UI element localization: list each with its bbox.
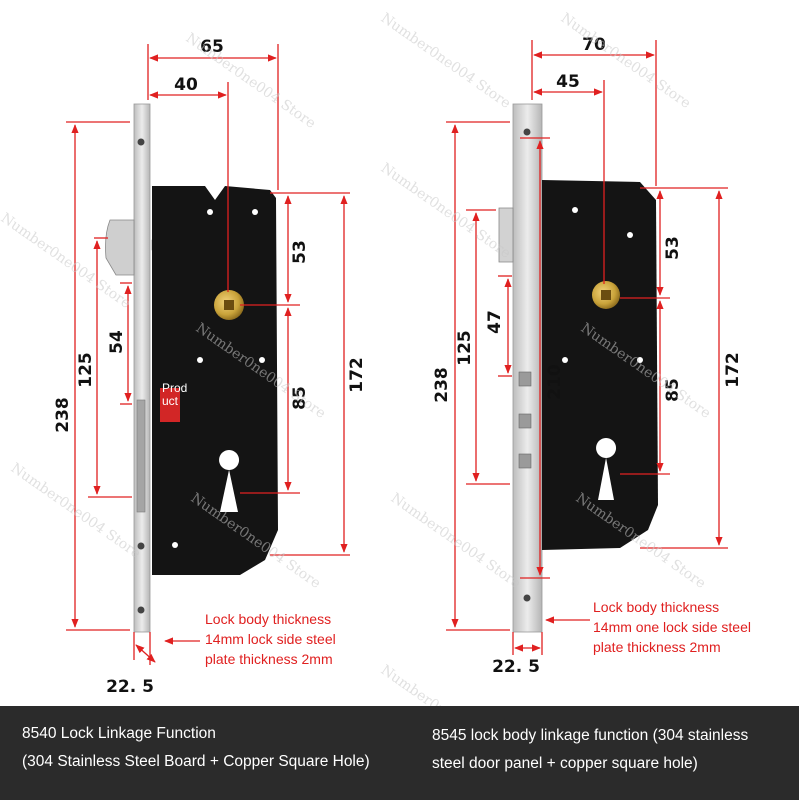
left-body-hole <box>172 542 178 548</box>
left-faceplate-screw-hole <box>137 542 145 550</box>
left-latch-bolt <box>105 219 135 276</box>
right-latch-bolt <box>498 207 514 263</box>
right-faceplate-square <box>518 413 532 429</box>
product-label-line: Prod <box>162 381 188 395</box>
left-lock: 65 40 53 85 172 238 125 54 22. 5 <box>53 37 367 697</box>
right-dim-210: 210 <box>545 364 565 400</box>
left-product-label: Prod uct <box>162 382 187 408</box>
right-thickness-note: Lock body thickness 14mm one lock side s… <box>593 597 751 657</box>
right-dim-172: 172 <box>723 352 743 388</box>
watermark: Number0ne004 Store <box>558 10 694 112</box>
left-body-hole <box>207 209 213 215</box>
left-spindle-square-hole <box>224 300 234 310</box>
right-body-hole <box>637 357 643 363</box>
right-dim-53: 53 <box>663 236 683 260</box>
lock-dimension-drawing: 65 40 53 85 172 238 125 54 22. 5 <box>0 10 743 706</box>
left-body-hole <box>259 357 265 363</box>
left-caption: 8540 Lock Linkage Function (304 Stainles… <box>22 720 370 776</box>
caption-bar: 8540 Lock Linkage Function (304 Stainles… <box>0 706 799 800</box>
right-faceplate-screw-hole <box>523 128 531 136</box>
right-caption-line: 8545 lock body linkage function (304 sta… <box>432 727 749 744</box>
left-body-hole <box>252 209 258 215</box>
right-caption: 8545 lock body linkage function (304 sta… <box>432 722 748 778</box>
left-dim-53: 53 <box>290 240 310 264</box>
right-note-line: plate thickness 2mm <box>593 639 721 655</box>
left-body-hole <box>197 357 203 363</box>
left-dim-65: 65 <box>200 37 224 57</box>
left-faceplate-slot <box>136 399 146 513</box>
left-note-line: 14mm lock side steel <box>205 631 336 647</box>
watermark: Number0ne004 Store <box>183 30 319 132</box>
left-lock-body-red-patch <box>160 388 180 422</box>
watermark: Number0ne004 Store <box>378 160 514 262</box>
left-lock-body <box>152 186 278 575</box>
right-dim-125: 125 <box>455 330 475 366</box>
right-body-hole <box>627 232 633 238</box>
left-caption-line: (304 Stainless Steel Board + Copper Squa… <box>22 753 370 770</box>
left-dim-172: 172 <box>347 357 367 393</box>
right-caption-line: steel door panel + copper square hole) <box>432 755 698 772</box>
left-caption-line: 8540 Lock Linkage Function <box>22 725 216 742</box>
right-faceplate-square <box>518 453 532 469</box>
right-dim-22-5: 22. 5 <box>492 657 540 677</box>
right-dim-47: 47 <box>485 310 505 334</box>
left-dim-85: 85 <box>290 386 310 410</box>
left-faceplate-screw-hole <box>137 138 145 146</box>
left-cylinder-hole <box>219 450 240 512</box>
left-dim-54: 54 <box>107 330 127 354</box>
product-label-line: uct <box>162 394 179 408</box>
left-dim-238: 238 <box>53 397 73 433</box>
left-thickness-note: Lock body thickness 14mm lock side steel… <box>205 609 336 669</box>
right-lock: 70 45 53 85 172 238 125 47 210 22. 5 <box>432 35 743 677</box>
right-body-hole <box>562 357 568 363</box>
right-faceplate-screw-hole <box>523 594 531 602</box>
right-dim-238: 238 <box>432 367 452 403</box>
right-note-line: 14mm one lock side steel <box>593 619 751 635</box>
right-dim-45: 45 <box>556 72 580 92</box>
right-body-hole <box>572 207 578 213</box>
left-note-line: plate thickness 2mm <box>205 651 333 667</box>
left-dim-22-5-line <box>135 644 156 663</box>
left-note-line: Lock body thickness <box>205 611 332 627</box>
left-dim-40: 40 <box>174 75 198 95</box>
right-note-line: Lock body thickness <box>593 599 720 615</box>
right-spindle-square-hole <box>601 290 611 300</box>
right-dim-85: 85 <box>663 378 683 402</box>
left-faceplate-screw-hole <box>137 606 145 614</box>
left-dim-22-5: 22. 5 <box>106 677 154 697</box>
left-dim-125: 125 <box>76 352 96 388</box>
right-faceplate-square <box>518 371 532 387</box>
right-faceplate <box>512 103 543 633</box>
watermark: Number0ne004 Store <box>378 10 514 112</box>
right-dim-70: 70 <box>582 35 606 55</box>
right-lock-body <box>542 180 658 550</box>
right-cylinder-hole <box>596 438 617 500</box>
